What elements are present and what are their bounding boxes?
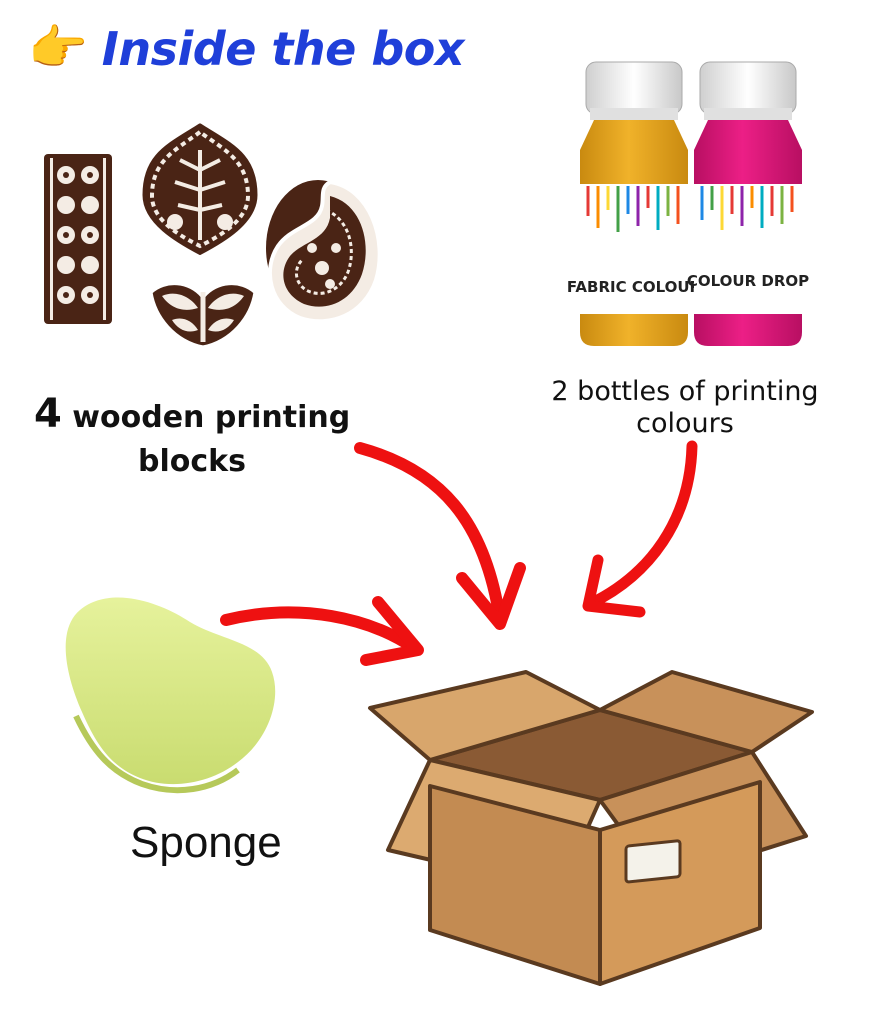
arrow-from-sponge (220, 596, 424, 666)
header: 👉 Inside the box (28, 14, 465, 84)
yellow-bottle-image: FABRIC COLOUR (567, 61, 702, 346)
butterfly-block-image (147, 280, 259, 351)
sponge-image (65, 597, 276, 794)
pink-bottle-image: COLOUR DROP (687, 61, 809, 346)
blocks-label-line1: wooden printing (72, 400, 351, 435)
heart-block-image (137, 116, 263, 261)
arrows (220, 440, 698, 666)
bottle1-label: FABRIC COLOUR (567, 278, 702, 296)
bottles-label-line2: colours (636, 408, 734, 439)
cardboard-box-image (368, 670, 814, 986)
sponge-caption: Sponge (130, 818, 282, 867)
paisley-block-image (266, 179, 382, 324)
box-label-sticker (624, 839, 682, 884)
bottles-caption: 2 bottles of printing colours (520, 376, 850, 440)
blocks-label-line2: blocks (138, 444, 246, 479)
blocks-caption: 4 wooden printing blocks (34, 392, 374, 484)
wooden-printing-blocks (40, 116, 382, 351)
arrow-from-blocks (354, 442, 526, 630)
pointing-hand-icon: 👉 (28, 22, 88, 75)
arrow-from-bottles (582, 440, 698, 618)
page-title: Inside the box (101, 22, 465, 76)
bottle2-label: COLOUR DROP (687, 272, 809, 290)
colour-bottles: FABRIC COLOUR COLOUR DROP (567, 61, 809, 346)
bottles-label-line1: 2 bottles of printing (551, 376, 819, 407)
blocks-count: 4 (34, 391, 62, 437)
rectangle-block-image (40, 150, 114, 328)
